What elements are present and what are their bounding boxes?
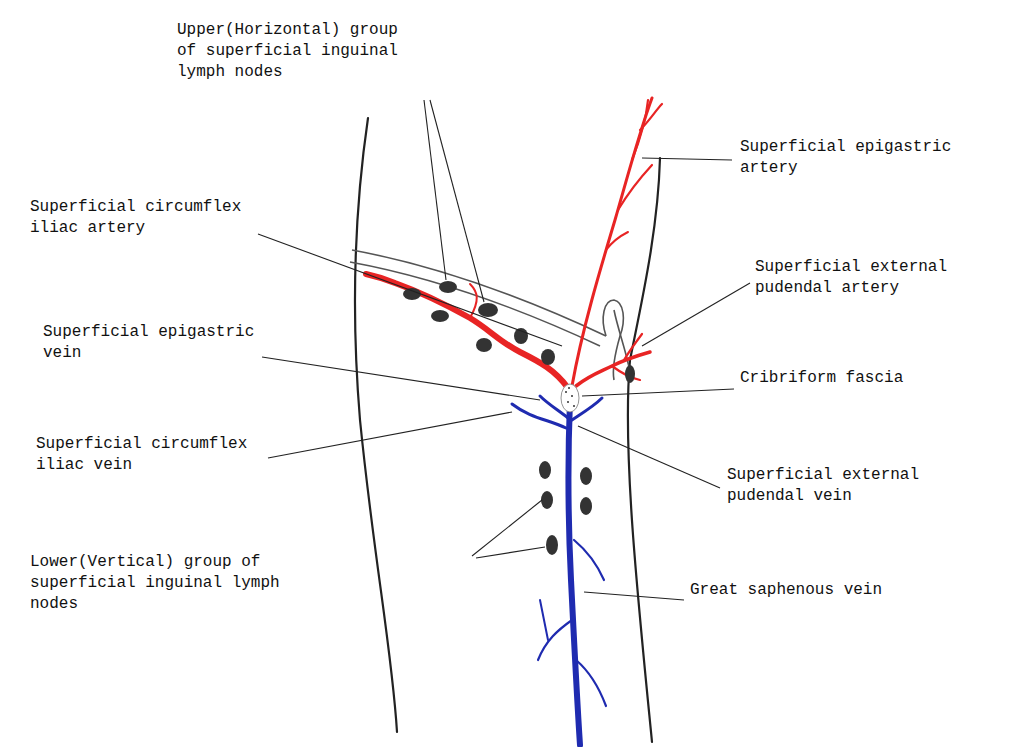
lymph-node: [431, 310, 449, 322]
artery-branch: [606, 232, 628, 250]
cribriform-dot: [565, 391, 567, 393]
vein-tributary: [576, 660, 606, 706]
vein-tributary: [540, 600, 548, 640]
leader-line: [476, 547, 545, 558]
anatomy-label: Superficial external pudendal vein: [727, 465, 932, 507]
superficial-external-pudendal-artery: [576, 352, 650, 386]
lymph-node: [580, 497, 592, 515]
anatomy-label: Upper(Horizontal) group of superficial i…: [177, 20, 417, 83]
superficial-circumflex-iliac-artery: [366, 274, 568, 388]
leader-line: [578, 426, 720, 488]
cribriform-dot: [571, 395, 573, 397]
artery-branch: [624, 334, 642, 360]
anatomy-label: Cribriform fascia: [740, 368, 970, 389]
artery-branch: [640, 104, 662, 130]
cribriform-dot: [573, 405, 575, 407]
lymph-node: [439, 281, 457, 293]
leader-line: [262, 357, 540, 400]
leader-line: [424, 100, 446, 280]
artery-branch: [618, 165, 652, 210]
anatomy-label: Superficial epigastric vein: [43, 322, 273, 364]
anatomy-label: Superficial external pudendal artery: [755, 257, 960, 299]
leader-line: [584, 592, 684, 600]
leader-line: [430, 100, 484, 302]
lymph-node: [546, 535, 558, 555]
lymph-node: [476, 338, 492, 352]
inguinal-ligament: [350, 262, 600, 346]
leader-line: [258, 234, 562, 346]
superficial-circumflex-iliac-vein: [512, 404, 566, 428]
superficial-epigastric-artery: [572, 98, 652, 386]
leader-line: [268, 412, 512, 458]
lymph-node: [403, 288, 421, 300]
anatomy-label: Great saphenous vein: [690, 580, 950, 601]
lymph-node: [539, 461, 551, 479]
leader-line: [642, 283, 750, 346]
lymph-node: [625, 365, 635, 383]
anatomy-label: Superficial circumflex iliac artery: [30, 197, 260, 239]
anatomy-label: Lower(Vertical) group of superficial ing…: [30, 552, 288, 615]
thigh-outline-left: [355, 118, 397, 732]
cribriform-fascia: [561, 384, 579, 412]
leader-line: [472, 500, 542, 556]
anatomy-label: Superficial circumflex iliac vein: [36, 434, 266, 476]
lymph-node: [541, 491, 553, 509]
vein-tributary: [574, 540, 604, 580]
cribriform-dot: [568, 387, 570, 389]
cribriform-dot: [567, 401, 569, 403]
leader-line: [642, 158, 732, 160]
lymph-node: [580, 467, 592, 485]
leader-line: [582, 389, 734, 396]
lymph-node: [541, 349, 555, 365]
lymph-node: [478, 303, 498, 317]
great-saphenous-vein: [569, 400, 580, 745]
anatomy-label: Superficial epigastric artery: [740, 137, 970, 179]
vein-tributary: [538, 620, 572, 660]
